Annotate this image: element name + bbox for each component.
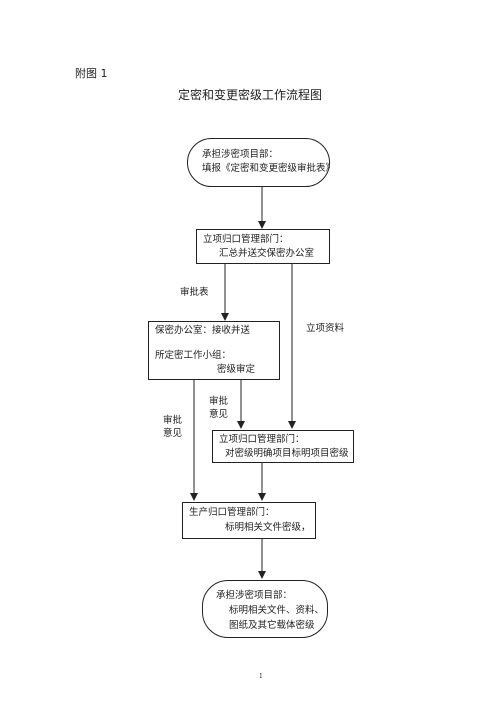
label-approval-opinion-left-2: 意见 [163, 428, 183, 439]
node-security-office-line2: 所定密工作小组： [155, 350, 232, 361]
diagram-title: 定密和变更密级工作流程图 [178, 88, 323, 102]
node-project-dept-classify-line2: 对密级明确项目标明项目密级 [225, 448, 349, 459]
node-project-dept-line2: 汇总并送交保密办公室 [219, 248, 315, 259]
appendix-label: 附图 1 [75, 67, 108, 80]
node-start: 承担涉密项目部： 填报《定密和变更密级审批表》 [187, 138, 335, 187]
node-production-dept: 生产归口管理部门： 标明相关文件密级， [182, 502, 316, 539]
label-approval-opinion-left-1: 审批 [163, 415, 183, 426]
node-end: 承担涉密项目部： 标明相关文件、资料、 图纸及其它载体密级 [202, 580, 328, 638]
node-project-dept-line1: 立项归口管理部门： [203, 234, 289, 245]
node-end-line3: 图纸及其它载体密级 [229, 620, 315, 631]
node-end-line2: 标明相关文件、资料、 [229, 605, 325, 616]
node-project-dept-classify: 立项归口管理部门： 对密级明确项目标明项目密级 [212, 430, 354, 463]
node-security-office-line3: 密级审定 [217, 364, 256, 375]
label-approval-form: 审批表 [180, 287, 209, 298]
label-project-materials: 立项资料 [306, 323, 345, 334]
node-start-line2: 填报《定密和变更密级审批表》 [202, 163, 336, 174]
node-security-office-line1: 保密办公室：接收并送 [155, 325, 251, 336]
node-project-dept-classify-line1: 立项归口管理部门： [219, 434, 305, 445]
node-security-office: 保密办公室：接收并送 所定密工作小组： 密级审定 [148, 321, 280, 380]
node-project-dept: 立项归口管理部门： 汇总并送交保密办公室 [196, 229, 330, 264]
label-approval-opinion-right-1: 审批 [209, 396, 229, 407]
node-production-dept-line2: 标明相关文件密级， [225, 522, 311, 533]
node-start-line1: 承担涉密项目部： [202, 149, 279, 160]
node-production-dept-line1: 生产归口管理部门： [189, 507, 275, 518]
label-approval-opinion-right-2: 意见 [209, 409, 229, 420]
node-end-line1: 承担涉密项目部： [216, 590, 293, 601]
page-number: 1 [259, 673, 263, 680]
